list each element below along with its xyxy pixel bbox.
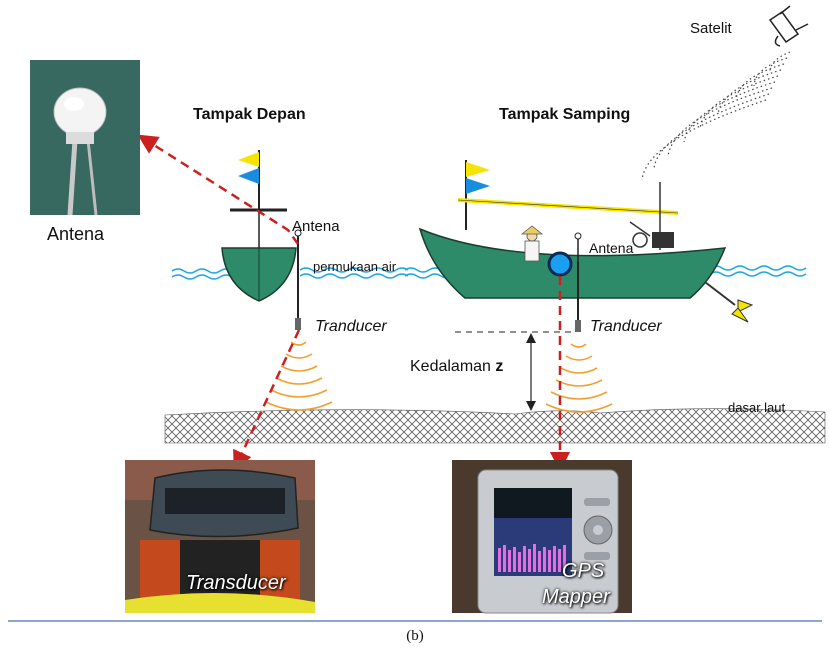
transducer-photo: [125, 460, 315, 613]
transducer-side-label: Tranducer: [590, 318, 662, 335]
depth-label: Kedalaman z: [410, 358, 503, 376]
satellite-label: Satelit: [690, 20, 732, 37]
satellite-icon: [768, 5, 809, 47]
gps-photo-label-line2: Mapper: [542, 586, 610, 608]
depth-variable: z: [495, 358, 504, 375]
antenna-front-label: Antena: [292, 218, 340, 235]
front-view-boat: [221, 150, 302, 330]
depth-indicator: [455, 331, 572, 411]
side-view-boat: [418, 160, 754, 332]
seabed: [164, 408, 826, 444]
depth-label-text: Kedalaman: [410, 358, 491, 375]
front-view-title: Tampak Depan: [193, 106, 306, 123]
satellite-signal: [641, 51, 791, 181]
figure-caption: (b): [406, 628, 424, 644]
water-surface-label: permukaan air: [313, 259, 397, 274]
antenna-side-label: Antena: [589, 240, 634, 256]
gps-photo-label-line1: GPS: [562, 560, 605, 582]
sonar-waves-front: [265, 341, 333, 411]
transducer-front-label: Tranducer: [315, 318, 387, 335]
antenna-photo: [30, 60, 140, 216]
sonar-waves-side: [545, 343, 613, 413]
link-arrows: [137, 134, 570, 472]
seabed-label: dasar laut: [728, 400, 786, 415]
side-view-title: Tampak Samping: [499, 106, 631, 123]
gps-mapper-photo: [452, 460, 632, 614]
transducer-photo-label: Transducer: [186, 572, 286, 594]
antenna-photo-label: Antena: [47, 224, 105, 244]
